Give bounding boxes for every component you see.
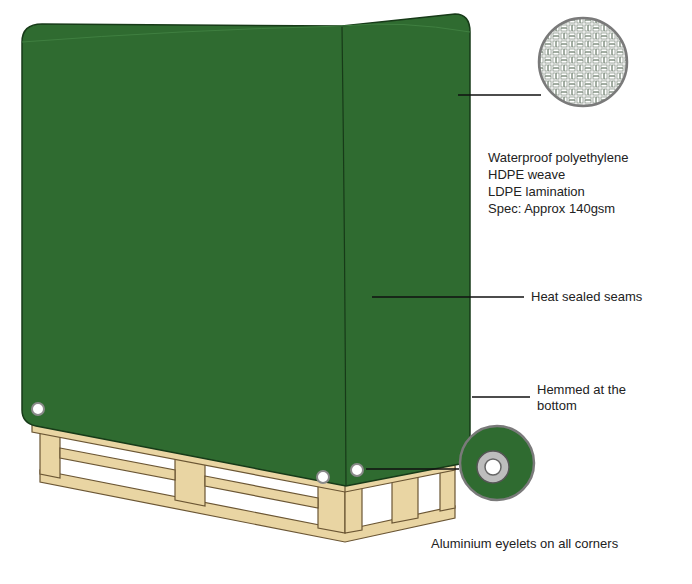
pallet-block xyxy=(392,476,418,523)
callout-label: Hemmed at the bottom xyxy=(536,382,638,414)
cover-top-edge xyxy=(22,24,470,42)
eyelet-zoom-fabric xyxy=(455,420,545,510)
material-note: Waterproof polyethylene xyxy=(487,150,629,166)
cover-body xyxy=(22,14,470,486)
pallet-cover xyxy=(22,14,470,486)
eyelet xyxy=(351,464,363,476)
callout-label: Aluminium eyelets on all corners xyxy=(430,536,619,552)
material-note: LDPE lamination xyxy=(487,184,586,200)
pallet-block xyxy=(318,486,345,533)
material-note: HDPE weave xyxy=(487,167,566,183)
weave-magnifier xyxy=(530,10,640,120)
leader-line xyxy=(372,296,524,297)
pallet-block xyxy=(440,467,455,511)
eyelet xyxy=(317,471,329,483)
eyelet-zoom-ring xyxy=(477,451,509,483)
eyelet xyxy=(32,403,44,415)
magnifier-ring xyxy=(460,426,534,500)
eyelet-magnifier xyxy=(455,420,545,510)
callout-label: Heat sealed seams xyxy=(530,289,643,305)
leader-line xyxy=(458,94,541,95)
leader-line xyxy=(472,396,530,397)
heat-sealed-seam xyxy=(342,26,346,486)
pallet-block xyxy=(175,458,205,506)
pallet-block xyxy=(345,488,362,533)
pallet-block xyxy=(40,432,60,478)
magnifier-ring xyxy=(539,18,627,106)
eyelet-zoom-hole xyxy=(485,459,501,475)
leader-line xyxy=(366,468,459,469)
material-note: Spec: Approx 140gsm xyxy=(487,201,616,217)
weave-texture xyxy=(530,10,640,120)
